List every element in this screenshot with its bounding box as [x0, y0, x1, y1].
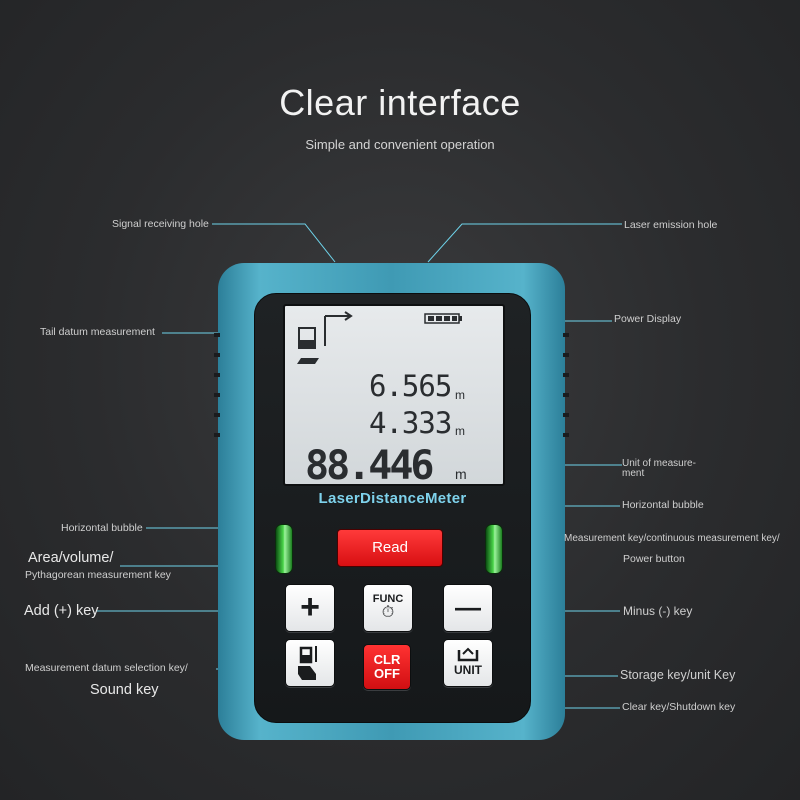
plus-button[interactable]: + [285, 584, 335, 632]
plus-label: + [300, 588, 320, 626]
grip-right [563, 373, 569, 377]
reading-1: 6.565 [369, 369, 452, 403]
device-face: 6.565 m 4.333 m 88.446 m LaserDistanceMe… [254, 293, 531, 723]
grip-right [563, 413, 569, 417]
label-add-key: Add (+) key [24, 603, 99, 619]
label-clear-shutdown-key: Clear key/Shutdown key [622, 701, 736, 713]
unit-2: m [455, 424, 465, 438]
reading-2: 4.333 [369, 406, 452, 440]
label-sound-key: Sound key [90, 682, 159, 698]
read-button[interactable]: Read [337, 529, 443, 567]
reading-main: 88.446 [305, 443, 434, 489]
label-unit-1: Unit of measure- [622, 458, 696, 469]
label-unit-2: ment [622, 468, 645, 479]
grip-right [563, 353, 569, 357]
label-laser-emission-hole: Laser emission hole [624, 219, 718, 231]
off-label: OFF [374, 666, 400, 681]
grip-left [214, 373, 220, 377]
func-label: FUNC [372, 593, 404, 605]
datum-select-button[interactable] [285, 639, 335, 687]
label-signal-receiving-hole: Signal receiving hole [112, 218, 209, 230]
grip-right [563, 393, 569, 397]
unit-label: UNIT [454, 663, 482, 677]
label-area-volume: Area/volume/ [28, 550, 114, 566]
grip-left [214, 393, 220, 397]
minus-button[interactable]: — [443, 584, 493, 632]
storage-unit-button[interactable]: UNIT [443, 639, 493, 687]
battery-icon [424, 313, 462, 324]
horizontal-bubble-left [275, 524, 293, 574]
page-title: Clear interface [279, 82, 521, 123]
grip-left [214, 333, 220, 337]
line-signal-hole [212, 223, 336, 263]
unit-1: m [455, 388, 465, 402]
lcd-screen: 6.565 m 4.333 m 88.446 m [283, 304, 505, 489]
func-button[interactable]: FUNC ⏱ [363, 584, 413, 632]
clear-off-button[interactable]: CLR OFF [363, 644, 411, 690]
lcd-icons [297, 311, 462, 364]
label-pythagorean: Pythagorean measurement key [25, 569, 171, 581]
label-datum-selection: Measurement datum selection key/ [25, 662, 188, 674]
label-storage-unit-key: Storage key/unit Key [620, 668, 736, 682]
clr-label: CLR [373, 652, 401, 667]
label-horizontal-bubble-right: Horizontal bubble [622, 499, 704, 511]
horizontal-bubble-right [485, 524, 503, 574]
grip-left [214, 413, 220, 417]
unit-main: m [455, 466, 467, 482]
minus-label: — [455, 592, 481, 622]
grip-left [214, 433, 220, 437]
label-horizontal-bubble-left: Horizontal bubble [61, 522, 143, 534]
label-minus-key: Minus (-) key [623, 604, 693, 618]
tail-datum-icon [297, 311, 353, 364]
label-measurement-key: Measurement key/continuous measurement k… [564, 533, 780, 544]
grip-right [563, 333, 569, 337]
line-laser-hole [427, 223, 622, 263]
label-tail-datum: Tail datum measurement [40, 326, 155, 338]
timer-icon: ⏱ [381, 604, 395, 621]
brand-label: LaserDistanceMeter [318, 490, 467, 507]
grip-right [563, 433, 569, 437]
laser-distance-meter: 6.565 m 4.333 m 88.446 m LaserDistanceMe… [214, 263, 569, 740]
read-label: Read [372, 539, 408, 556]
grip-left [214, 353, 220, 357]
datum-speaker-icon [298, 646, 317, 680]
storage-icon [457, 647, 479, 662]
label-power-button: Power button [623, 553, 685, 565]
label-power-display: Power Display [614, 313, 682, 325]
page-subtitle: Simple and convenient operation [305, 137, 495, 152]
